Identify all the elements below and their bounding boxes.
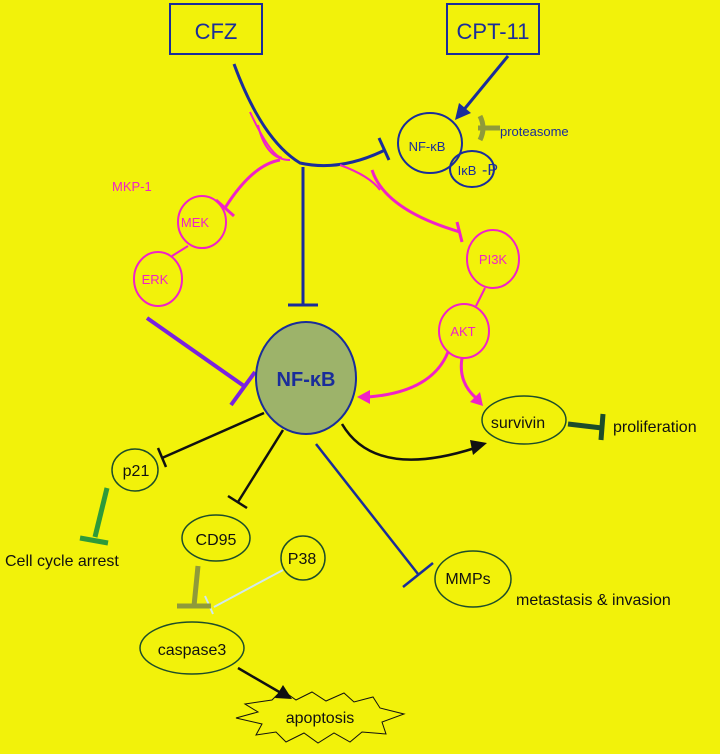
cpt11-box (446, 3, 540, 55)
nfkb-mmps-line (315, 443, 419, 575)
apoptosis-burst (235, 689, 406, 744)
cd95-circle (181, 514, 251, 562)
survivin-proliferation-line (567, 421, 603, 431)
complex-nfkb-label: NF-κB (409, 139, 446, 154)
cd95-label: CD95 (196, 532, 237, 549)
mek-erk-link (171, 245, 189, 257)
cfz-curve (232, 63, 386, 168)
ikb-circle (449, 150, 495, 188)
nfkb-cd95-line (236, 429, 285, 503)
mmps-label: MMPs (445, 571, 490, 588)
metastasis-label: metastasis & invasion (516, 592, 671, 609)
survivin-label: survivin (491, 415, 545, 432)
erk-label: ERK (142, 272, 169, 287)
survivin-circle (481, 395, 567, 445)
cd95-caspase-line (191, 565, 201, 607)
pi3k-inhibit-bar (455, 221, 464, 243)
mmps-circle (434, 550, 512, 608)
nfkb-p21-bar (156, 447, 168, 468)
akt-nfkb-arrowhead (357, 390, 370, 404)
akt-survivin-arrowhead (470, 392, 483, 406)
mkp1-label: MKP-1 (112, 179, 152, 194)
caspase-apoptosis-arrowhead (275, 685, 292, 699)
proteasome-label: proteasome (500, 124, 569, 139)
akt-survivin-arrow (459, 357, 478, 400)
pi3k-akt-link (475, 287, 486, 307)
akt-nfkb-arrow (367, 351, 450, 399)
ikb-label: IκB (458, 163, 477, 178)
p21-arrest-bar (79, 535, 109, 546)
apoptosis-label: apoptosis (286, 710, 355, 727)
cfz-complex-inhibit-bar (377, 137, 391, 161)
erk-circle (133, 251, 183, 307)
cfz-box (169, 3, 263, 55)
cfz-pi3k-line (370, 169, 461, 234)
nfkb-center-label: NF-κB (277, 369, 336, 391)
cfz-magenta-left-stub-2 (257, 124, 291, 161)
cfz-label: CFZ (195, 19, 238, 44)
nfkb-complex-circle (397, 112, 463, 174)
caspase-apoptosis-arrow (237, 666, 282, 695)
p38-label: P38 (288, 551, 317, 568)
cpt11-label: CPT-11 (457, 19, 530, 44)
nfkb-survivin-arrow (340, 423, 476, 461)
akt-label: AKT (450, 324, 475, 339)
cpt11-arrow-line (460, 55, 510, 113)
mek-label: MEK (181, 215, 210, 230)
nfkb-survivin-arrowhead (470, 440, 487, 455)
pi3k-circle (466, 229, 520, 289)
phospho-label: -P (482, 162, 498, 179)
nfkb-mmps-bar (402, 562, 434, 588)
p38-circle (280, 535, 326, 581)
nfkb-center-circle (255, 321, 357, 435)
cpt11-arrowhead (455, 103, 471, 120)
cfz-magenta-right-stub (339, 164, 381, 191)
p38-caspase-line (213, 569, 284, 608)
erk-nfkb-inhibit-bar (229, 370, 257, 407)
caspase3-label: caspase3 (158, 642, 227, 659)
mek-circle (177, 195, 227, 249)
survivin-proliferation-bar (598, 413, 606, 441)
caspase3-circle (139, 621, 245, 675)
nfkb-p21-line (161, 411, 265, 460)
nfkb-cd95-bar (227, 494, 248, 510)
proteasome-inhibit-bar (477, 114, 486, 142)
proliferation-label: proliferation (613, 419, 697, 436)
pi3k-label: PI3K (479, 252, 508, 267)
cfz-mek-line (223, 158, 281, 209)
cell-cycle-arrest-label: Cell cycle arrest (5, 553, 119, 570)
p21-label: p21 (123, 463, 150, 480)
p21-circle (111, 448, 159, 492)
cfz-magenta-left-stub (249, 111, 283, 159)
akt-circle (438, 303, 490, 359)
p21-arrest-line (92, 487, 110, 538)
erk-nfkb-inhibit-line (145, 316, 246, 388)
